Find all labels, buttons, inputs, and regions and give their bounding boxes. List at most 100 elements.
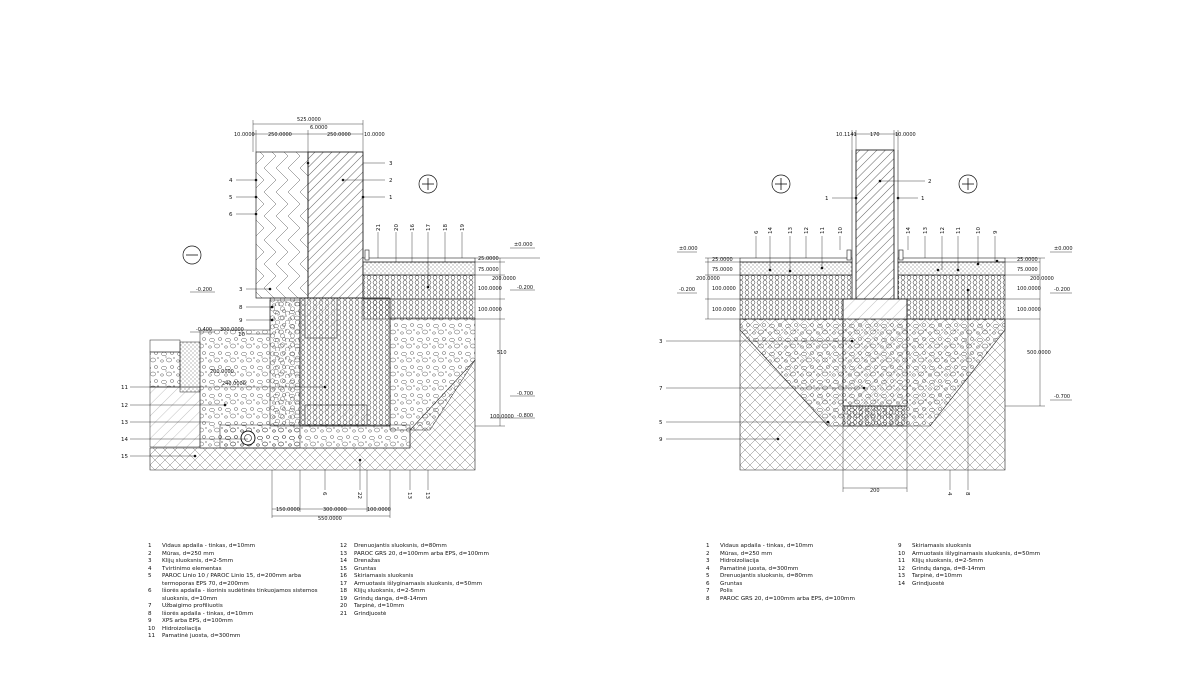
skirting-right-l [846,249,852,261]
floor-insulation-right-l [739,274,853,300]
legend-item-number: 7 [148,603,152,609]
right-left-dims [677,251,740,320]
legend-item-number: 6 [148,588,152,594]
callout-l4: 4 [229,178,233,184]
legend-item-text: Armuotasis išlyginamasis sluoksnis, d=50… [912,550,1041,557]
legend-item-text: XPS arba EPS, d=100mm [162,618,233,624]
left-bottom-leaders [324,460,429,490]
legend-item-text: Grindjuostė [912,580,945,587]
legend-item-number: 18 [340,588,348,594]
legend-item-number: 15 [340,565,348,572]
legend-item-text: Drenažas [354,558,381,564]
plus-icon [958,174,978,194]
level-200l-right: -0.200 [679,287,695,293]
level-800-left: -0.800 [517,413,533,419]
callout-rt12: 12 [804,227,810,234]
legend-item: 7 Užbaigimo profiliuotis [148,603,333,611]
level-200r-right: -0.200 [1054,287,1070,293]
dim-left-e-right: 100.0000 [712,307,736,313]
callout-r-l9: 9 [659,437,663,443]
wall-insulation-left [255,151,309,299]
callout-r-l3: 3 [659,339,663,345]
callout-rt13b: 13 [923,227,929,234]
legend-item-text: Vidaus apdaila - tinkas, d=10mm [720,543,814,549]
legend-item-number: 12 [340,543,348,549]
left-bottom-dims [271,470,391,518]
callout-r-r1: 1 [921,196,925,202]
floor-gravel-left [362,298,476,320]
legend-item-text: Skiriamasis sluoksnis [912,543,972,549]
callout-l14: 14 [121,437,128,443]
legend-item-text: Užbaigimo profiliuotis [162,603,223,609]
legend-item-text: Grindjuostė [354,610,387,617]
callout-l13: 13 [121,420,128,426]
callout-r-l5: 5 [659,420,663,426]
dim-top-total-left: 525.0000 [297,117,321,123]
legend-item-number: 4 [148,565,152,572]
legend-item-text: Tvirtinimo elementas [162,565,222,572]
foundation-base-left [304,404,368,426]
dim-left-c-right: 200.0000 [696,276,720,282]
paving-left [149,339,181,353]
level-0l-right: ±0.000 [679,246,698,252]
dim-bottom-d-left: 550.0000 [318,516,342,522]
legend-item-number: 3 [148,558,152,564]
legend-item-number: 5 [706,573,710,579]
dim-right-e-right: 100.0000 [1017,307,1041,313]
dim-top-e-left: 10.0000 [364,132,385,138]
dim-top-d-left: 250.0000 [327,132,351,138]
callout-l5: 5 [229,195,233,201]
legend-item-number: 14 [898,580,906,587]
floor-finish-right-l [739,257,853,263]
callout-b22: 22 [356,492,362,499]
legend-item-number: 2 [148,550,152,557]
callout-l10: 10 [238,332,245,338]
callout-b6: 6 [321,492,327,496]
legend-item-number: 13 [898,573,906,579]
callout-r1: 1 [389,195,393,201]
callout-b13b: 13 [424,492,430,499]
right-bottom-dims [842,426,908,492]
dim-top-c-right: 10.0000 [895,132,916,138]
level-200l-left: -0.200 [196,287,212,293]
right-top-leaders [755,236,996,271]
dim-top-c-left: 6.0000 [310,125,328,131]
minus-icon [182,245,202,265]
legend-item-number: 19 [340,595,348,602]
callout-rt6: 6 [754,230,760,234]
legend-item-number: 3 [706,558,710,564]
callout-rt10b: 10 [976,227,982,234]
pile-right [842,405,908,427]
legend-item: 14 Grindjuostė [898,581,1088,589]
callout-l9: 9 [239,318,243,324]
left-detail: 525.0000 10.0000 250.0000 6.0000 250.000… [121,117,540,522]
legend-item-number: 8 [706,595,710,602]
legend-item-text: PAROC Linio 10 / PAROC Linio 15, d=200mm… [162,573,302,587]
legend-item-text: Klijų sluoksnis, d=2-5mm [162,558,234,564]
dim-left-d-right: 100.0000 [712,286,736,292]
paving-gravel-left [149,351,181,388]
callout-rt11: 11 [820,227,826,234]
callout-r-l1: 1 [825,196,829,202]
legend-item-text: Išorės apdaila - tinkas, d=10mm [162,610,254,617]
level-400-left: -0.400 [196,327,212,333]
dim-right-f-left: 510 [497,350,507,356]
